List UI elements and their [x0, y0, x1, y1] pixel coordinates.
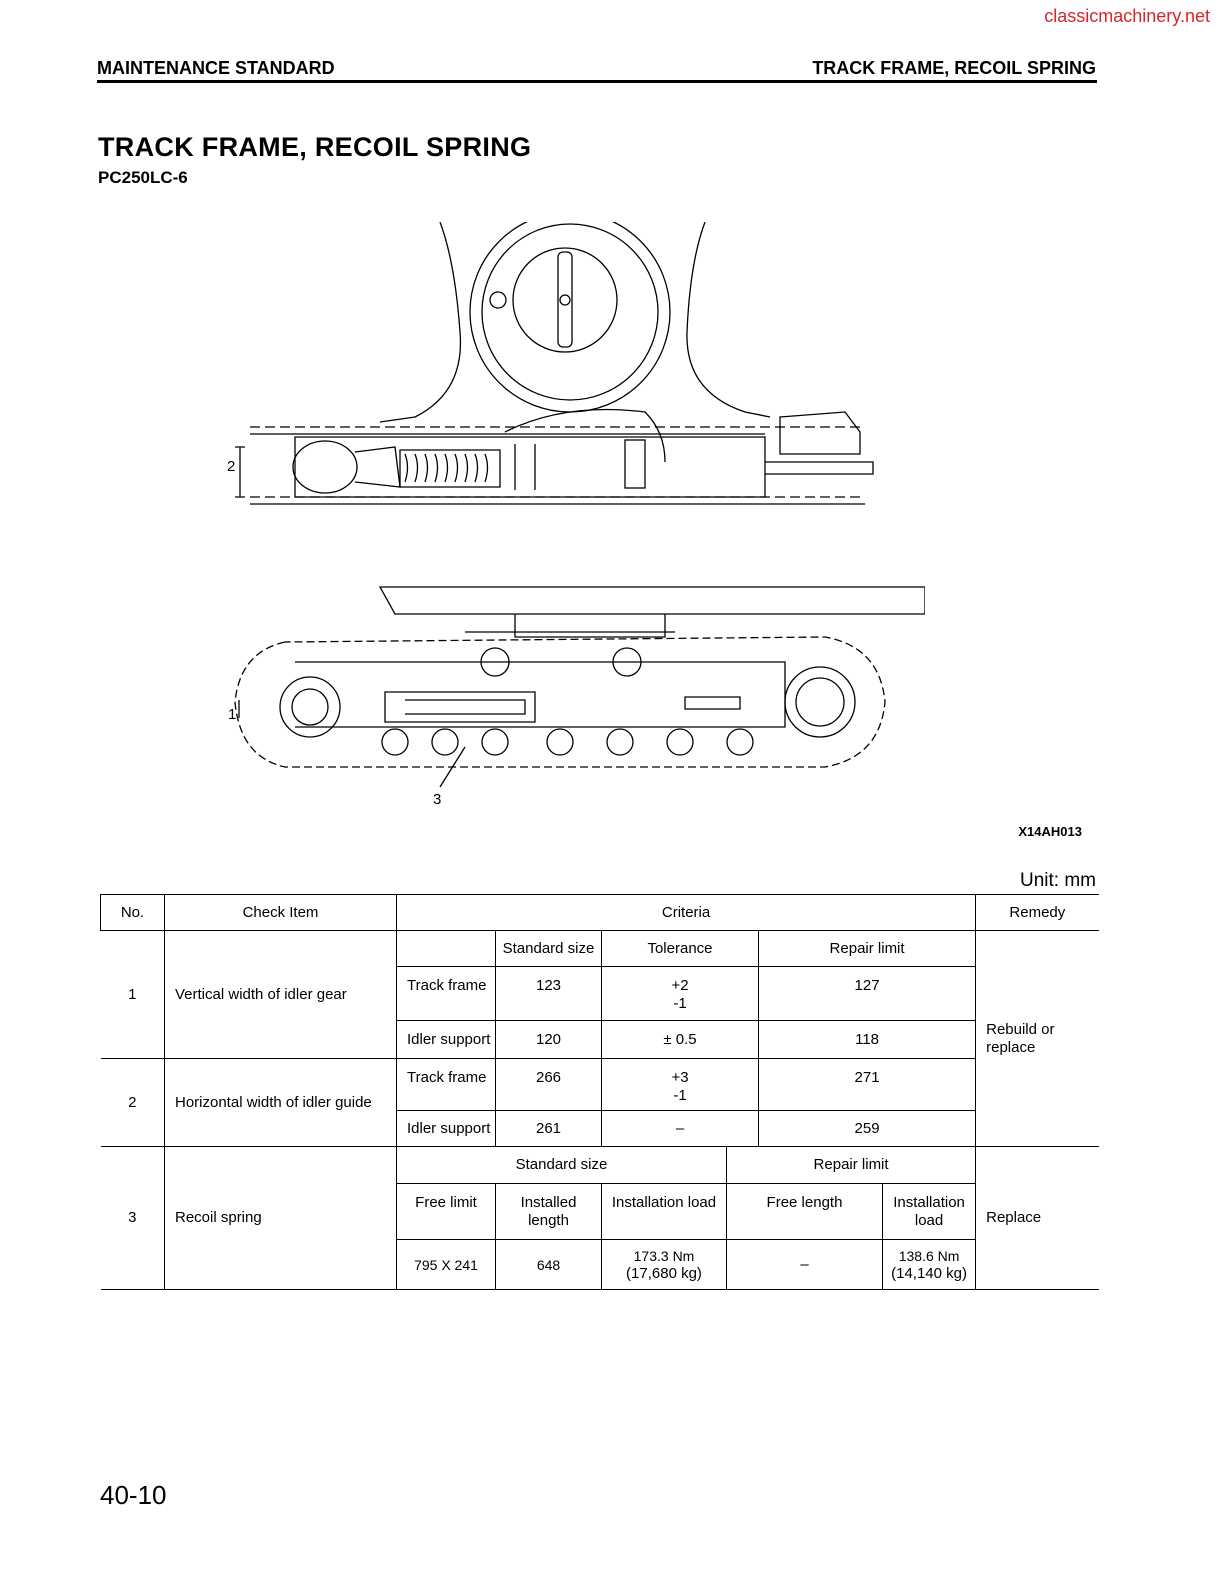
figure-id: X14AH013 — [1018, 824, 1082, 839]
limit-kg: (14,140 kg) — [891, 1264, 967, 1282]
val-free-limit: 795 X 241 — [396, 1239, 496, 1290]
tolerance-lower: -1 — [673, 1087, 687, 1104]
header-criteria: Criteria — [395, 894, 977, 931]
tolerance-upper: +3 — [671, 1069, 689, 1086]
row1-idler-support-label: Idler support — [396, 1020, 496, 1059]
val-installation-load: 173.3 Nm (17,680 kg) — [601, 1239, 727, 1290]
remedy-replace: Replace — [975, 1146, 1099, 1290]
col-installation-load: Installation load — [601, 1183, 727, 1240]
col-free-length: Free length — [726, 1183, 883, 1240]
sub-header-standard-size: Standard size — [495, 930, 602, 967]
model-label: PC250LC-6 — [98, 168, 188, 187]
load-kg: (17,680 kg) — [626, 1264, 702, 1282]
header-rule — [97, 80, 1097, 83]
row2-idler-support-standard: 261 — [495, 1110, 602, 1147]
header-check-item: Check Item — [164, 894, 397, 931]
row2-track-frame-repair-limit: 271 — [757, 1058, 977, 1111]
recoil-repair-limit-header: Repair limit — [725, 1146, 977, 1184]
row2-track-frame-label: Track frame — [396, 1058, 496, 1111]
row1-idler-support-tolerance: ± 0.5 — [601, 1020, 759, 1059]
svg-text:2: 2 — [227, 458, 235, 475]
page-title: TRACK FRAME, RECOIL SPRING — [98, 132, 532, 162]
row3-item: Recoil spring — [164, 1146, 397, 1290]
row2-track-frame-standard: 266 — [495, 1058, 602, 1111]
side-view: 1 3 — [228, 586, 925, 808]
row1-idler-support-repair-limit: 118 — [757, 1020, 977, 1059]
sub-header-repair-limit: Repair limit — [757, 930, 977, 967]
watermark: classicmachinery.net — [1044, 6, 1210, 26]
col-installation-load-limit: Installation load — [881, 1183, 977, 1240]
row1-track-frame-standard: 123 — [495, 966, 602, 1021]
limit-nm: 138.6 Nm — [898, 1247, 960, 1264]
maintenance-spec-table: No. Check Item Criteria Remedy 1 Vertica… — [100, 894, 1099, 1290]
remedy-rebuild-or-replace: Rebuild or replace — [975, 930, 1099, 1147]
header-no: No. — [100, 894, 165, 931]
track-frame-drawing: 2 1 3 — [227, 222, 925, 808]
unit-label: Unit: mm — [1020, 870, 1096, 891]
row1-track-frame-repair-limit: 127 — [757, 966, 977, 1021]
row1-no: 1 — [100, 930, 165, 1059]
svg-text:3: 3 — [433, 791, 441, 808]
row3-no: 3 — [100, 1146, 165, 1290]
tolerance-lower: -1 — [673, 995, 687, 1012]
val-installation-load-limit: 138.6 Nm (14,140 kg) — [881, 1239, 977, 1290]
tolerance-upper: +2 — [671, 977, 689, 994]
row2-idler-support-repair-limit: 259 — [757, 1110, 977, 1147]
row2-track-frame-tolerance: +3 -1 — [601, 1058, 759, 1111]
page-number: 40-10 — [100, 1480, 167, 1510]
header-topic-label: TRACK FRAME, RECOIL SPRING — [812, 58, 1096, 78]
val-free-length: – — [726, 1239, 883, 1290]
col-free-limit: Free limit — [396, 1183, 496, 1240]
row2-item: Horizontal width of idler guide — [164, 1058, 397, 1147]
header-remedy: Remedy — [975, 894, 1099, 931]
top-view: 2 — [227, 222, 874, 505]
sub-header-tolerance: Tolerance — [601, 930, 759, 967]
row1-track-frame-tolerance: +2 -1 — [601, 966, 759, 1021]
val-installed-length: 648 — [495, 1239, 602, 1290]
row1-idler-support-standard: 120 — [495, 1020, 602, 1059]
col-installed-length: Installed length — [495, 1183, 602, 1240]
row1-track-frame-label: Track frame — [396, 966, 496, 1021]
row2-no: 2 — [100, 1058, 165, 1147]
svg-text:1: 1 — [228, 706, 236, 723]
recoil-standard-size-header: Standard size — [396, 1146, 727, 1184]
header-section-label: MAINTENANCE STANDARD — [97, 58, 335, 78]
row2-idler-support-label: Idler support — [396, 1110, 496, 1147]
load-nm: 173.3 Nm — [633, 1247, 695, 1264]
row2-idler-support-tolerance: – — [601, 1110, 759, 1147]
row1-item: Vertical width of idler gear — [164, 930, 397, 1059]
